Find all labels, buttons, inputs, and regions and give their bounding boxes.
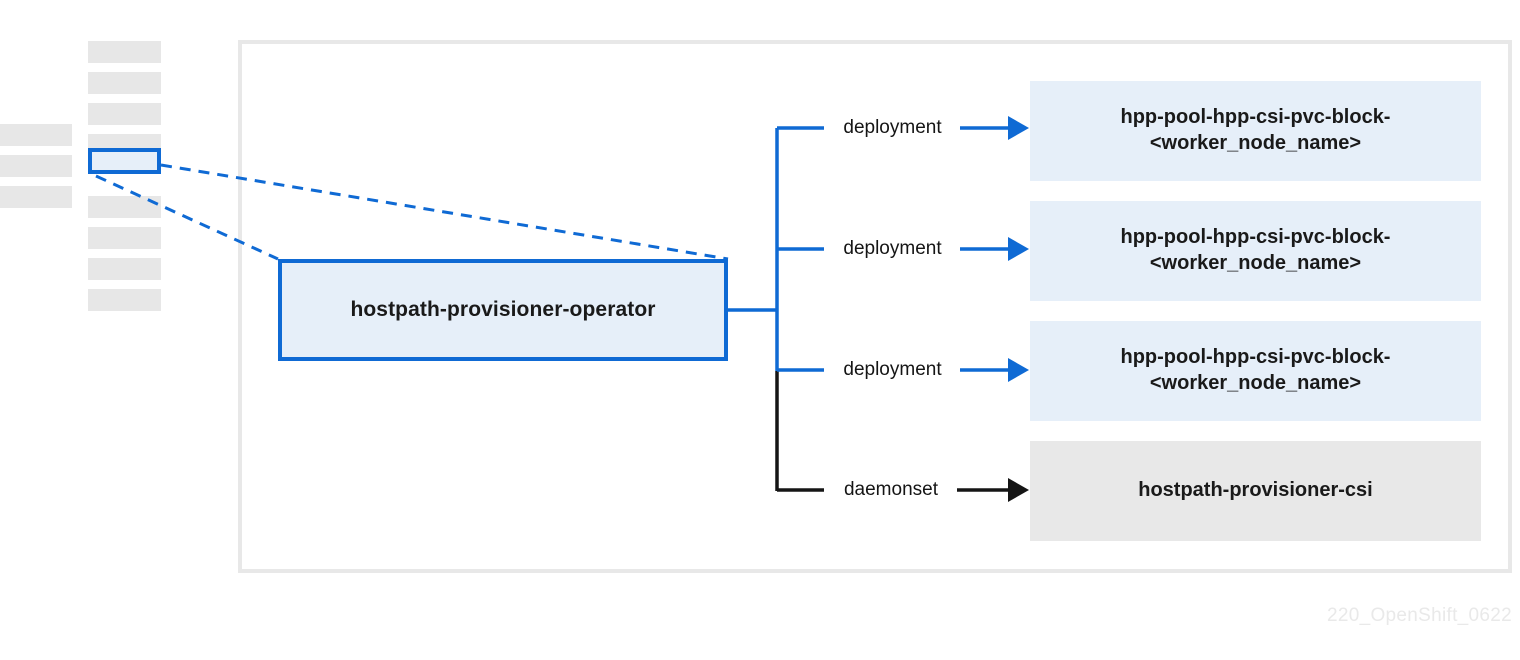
node-label-line1: hpp-pool-hpp-csi-pvc-block- (1120, 346, 1391, 369)
node-hpp-pool-block-2[interactable]: hpp-pool-hpp-csi-pvc-block- <worker_node… (1030, 201, 1481, 301)
node-label: hostpath-provisioner-operator (350, 298, 656, 321)
sidebar-item-placeholder[interactable] (88, 289, 161, 311)
node-label: hpp-pool-hpp-csi-pvc-block- <worker_node… (1121, 105, 1391, 156)
edge-label-deployment-2: deployment (843, 238, 942, 259)
sidebar-item-placeholder[interactable] (88, 258, 161, 280)
node-label-line2: <worker_node_name> (1149, 372, 1362, 394)
node-hpp-pool-block-3[interactable]: hpp-pool-hpp-csi-pvc-block- <worker_node… (1030, 321, 1481, 421)
edge-label-deployment-1: deployment (843, 117, 942, 138)
node-label-line1: hpp-pool-hpp-csi-pvc-block- (1120, 226, 1391, 249)
sidebar-left-row (0, 186, 72, 208)
sidebar-left-row (0, 155, 72, 177)
edge-label-daemonset: daemonset (843, 479, 938, 500)
node-hostpath-provisioner-operator[interactable]: hostpath-provisioner-operator (278, 259, 728, 361)
edge-label-deployment-3: deployment (843, 359, 942, 380)
sidebar-item-placeholder[interactable] (88, 41, 161, 63)
sidebar-item-placeholder[interactable] (88, 72, 161, 94)
node-label: hpp-pool-hpp-csi-pvc-block- <worker_node… (1121, 225, 1391, 276)
sidebar-item-selected[interactable] (88, 148, 161, 174)
sidebar-item-placeholder[interactable] (88, 227, 161, 249)
watermark-label: 220_OpenShift_0622 (1327, 605, 1512, 626)
node-label-line2: <worker_node_name> (1149, 132, 1362, 154)
sidebar-item-placeholder[interactable] (88, 103, 161, 125)
node-label-line1: hpp-pool-hpp-csi-pvc-block- (1120, 106, 1391, 129)
node-hostpath-provisioner-csi[interactable]: hostpath-provisioner-csi (1030, 441, 1481, 541)
sidebar-left-row (0, 124, 72, 146)
node-label: hpp-pool-hpp-csi-pvc-block- <worker_node… (1121, 345, 1391, 396)
node-label-line2: <worker_node_name> (1149, 252, 1362, 274)
node-label: hostpath-provisioner-csi (1138, 479, 1373, 502)
node-hpp-pool-block-1[interactable]: hpp-pool-hpp-csi-pvc-block- <worker_node… (1030, 81, 1481, 181)
sidebar-item-placeholder[interactable] (88, 196, 161, 218)
